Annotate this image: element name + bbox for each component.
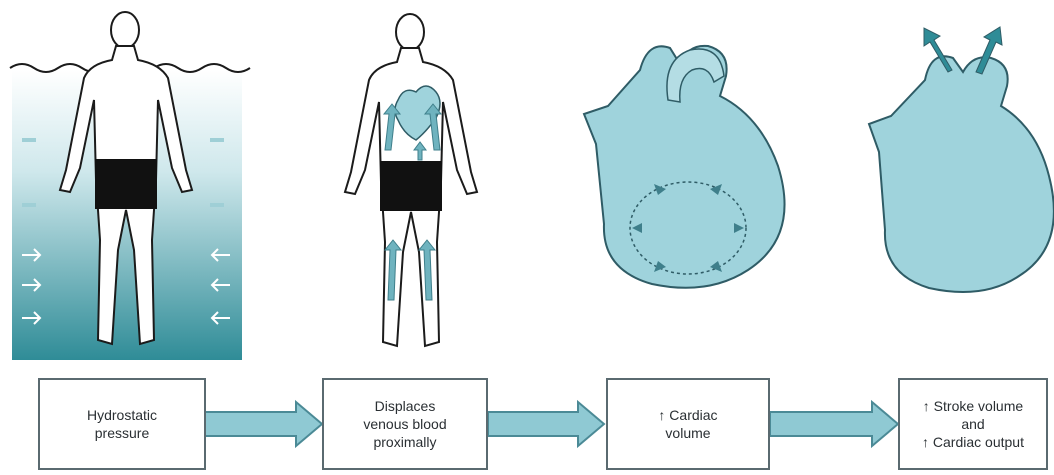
heart-large	[584, 46, 785, 288]
step-2-line-1: Displaces	[375, 397, 436, 415]
step-1-line-1: Hydrostatic	[87, 406, 157, 424]
step-box-stroke-volume-cardiac-output: ↑ Stroke volume and ↑ Cardiac output	[898, 378, 1048, 470]
step-box-cardiac-volume: ↑ Cardiac volume	[606, 378, 770, 470]
step-4-line-3: ↑ Cardiac output	[922, 433, 1024, 451]
step-box-hydrostatic-pressure: Hydrostatic pressure	[38, 378, 206, 470]
step-2-line-2: venous blood	[363, 415, 446, 433]
heart-volume-panel	[584, 46, 785, 288]
venous-return-figure-panel	[345, 14, 477, 346]
step-1-line-2: pressure	[95, 424, 149, 442]
flow-arrow-3	[770, 402, 898, 446]
step-box-displaces-venous-blood: Displaces venous blood proximally	[322, 378, 488, 470]
immersed-figure-panel	[10, 12, 250, 360]
step-4-line-1: ↑ Stroke volume	[923, 397, 1023, 415]
flow-arrow-1	[205, 402, 322, 446]
flow-arrow-2	[488, 402, 604, 446]
cardiac-output-panel	[869, 27, 1054, 292]
heart-output	[869, 56, 1054, 292]
step-2-line-3: proximally	[373, 433, 436, 451]
human-figure-dry	[345, 14, 477, 346]
step-3-line-2: volume	[665, 424, 710, 442]
step-4-line-2: and	[961, 415, 984, 433]
step-3-line-1: ↑ Cardiac	[658, 406, 717, 424]
